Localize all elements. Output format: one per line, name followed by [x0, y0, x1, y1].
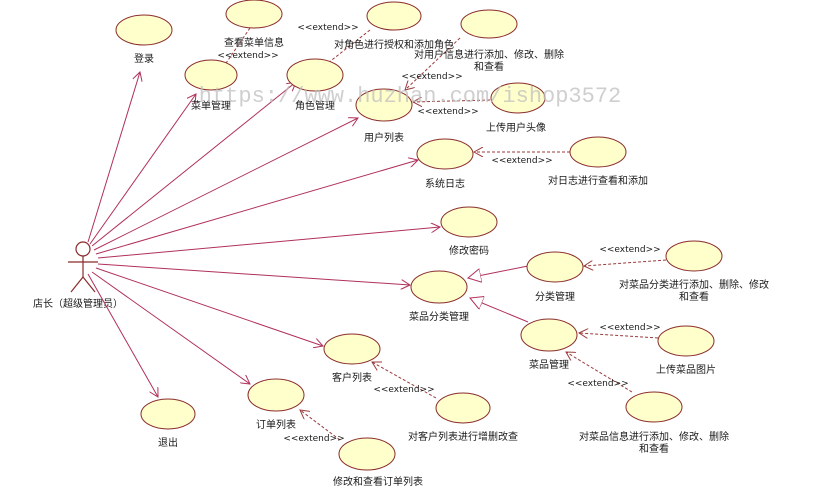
extend-label-dish-img: <<extend>>	[599, 323, 660, 333]
extend-label-log: <<extend>>	[491, 156, 552, 166]
label-change-pwd: 修改密码	[449, 244, 489, 257]
extend-order-edit-to-order	[300, 410, 341, 441]
label-user-crud-line1: 对用户信息进行添加、修改、删除	[414, 48, 564, 61]
label-order-list: 订单列表	[256, 418, 296, 431]
extend-category-crud-to-category	[584, 259, 667, 266]
assoc-change-pwd	[97, 227, 440, 259]
extend-label-category: <<extend>>	[599, 245, 660, 255]
actor-label: 店长（超级管理员）	[33, 297, 123, 310]
uc-role-auth[interactable]	[366, 1, 422, 31]
actor-right-leg	[82, 276, 96, 293]
label-role-mgmt: 角色管理	[295, 99, 335, 112]
uc-dish-category-mgmt[interactable]	[410, 270, 468, 304]
assoc-menu-mgmt	[89, 94, 196, 245]
uc-logout[interactable]	[140, 398, 196, 430]
label-view-menu-info: 查看菜单信息	[224, 36, 284, 49]
uc-role-mgmt[interactable]	[286, 58, 344, 92]
uc-dish-mgmt[interactable]	[520, 318, 578, 352]
assoc-dish-category	[97, 263, 410, 285]
uc-customer-crud[interactable]	[435, 392, 491, 424]
assoc-login	[87, 72, 140, 243]
extend-label-dish-crud: <<extend>>	[567, 379, 628, 389]
actor-store-manager	[68, 241, 98, 293]
extend-relations	[220, 27, 667, 441]
uc-category-mgmt[interactable]	[526, 251, 584, 283]
uc-order-edit[interactable]	[338, 437, 396, 471]
uc-menu-mgmt[interactable]	[184, 59, 238, 91]
generalization-relations	[468, 265, 529, 323]
extend-role-auth-to-role-mgmt	[314, 29, 371, 74]
label-menu-mgmt: 菜单管理	[191, 99, 231, 112]
label-category-mgmt: 分类管理	[535, 290, 575, 303]
gen-dish-to-dish-category	[470, 298, 529, 323]
uc-system-log[interactable]	[416, 138, 474, 170]
extend-label-user-crud: <<extend>>	[401, 72, 462, 82]
actor-head	[75, 241, 91, 257]
label-user-list: 用户列表	[364, 131, 404, 144]
extend-view-menu-to-menu-mgmt	[220, 27, 251, 72]
gen-category-to-dish-category	[468, 265, 529, 278]
assoc-logout	[87, 273, 158, 397]
label-order-edit: 修改和查看订单列表	[333, 475, 423, 488]
extend-avatar-to-user-list	[413, 100, 491, 102]
label-user-crud-line2: 和查看	[474, 60, 504, 73]
assoc-order-list	[91, 271, 250, 384]
label-login: 登录	[134, 52, 154, 65]
label-log-view: 对日志进行查看和添加	[548, 174, 648, 187]
label-dish-category-mgmt: 菜品分类管理	[409, 310, 469, 323]
watermark: https://www.huzhan.com/ishop3572	[199, 84, 621, 109]
extend-label-menu: <<extend>>	[217, 51, 278, 61]
uc-user-crud[interactable]	[460, 9, 518, 39]
extend-dish-img-to-dish	[579, 333, 659, 338]
uc-change-pwd[interactable]	[440, 206, 498, 238]
label-dish-crud-line1: 对菜品信息进行添加、修改、删除	[579, 430, 729, 443]
uc-view-menu-info[interactable]	[225, 0, 283, 29]
label-dish-mgmt: 菜品管理	[529, 358, 569, 371]
extend-labels: <<extend>> <<extend>> <<extend>> <<exten…	[217, 23, 660, 444]
extend-label-customer: <<extend>>	[373, 385, 434, 395]
extend-customer-crud-to-customer	[372, 362, 437, 399]
label-customer-crud: 对客户列表进行增删改查	[408, 430, 518, 443]
uc-category-crud[interactable]	[665, 240, 723, 272]
assoc-role-mgmt	[91, 82, 296, 247]
label-system-log: 系统日志	[425, 177, 465, 190]
use-cases	[115, 0, 723, 471]
actor-left-leg	[70, 276, 84, 293]
label-dish-crud-line2: 和查看	[639, 442, 669, 455]
uc-order-list[interactable]	[247, 378, 305, 412]
extend-user-crud-to-user-list	[405, 37, 461, 90]
extend-label-avatar: <<extend>>	[417, 107, 478, 117]
uc-dish-crud[interactable]	[625, 391, 683, 423]
label-upload-dish-img: 上传菜品图片	[656, 363, 716, 376]
use-case-labels: 登录 查看菜单信息 菜单管理 角色管理 对角色进行授权和添加角色 对用户信息进行…	[134, 36, 769, 488]
extend-label-role: <<extend>>	[297, 23, 358, 33]
assoc-customer-list	[95, 267, 323, 346]
label-logout: 退出	[158, 436, 178, 449]
uc-upload-avatar[interactable]	[490, 82, 546, 114]
label-upload-avatar: 上传用户头像	[486, 121, 546, 134]
label-role-auth: 对角色进行授权和添加角色	[334, 38, 454, 51]
label-category-crud-line1: 对菜品分类进行添加、删除、修改	[619, 278, 769, 291]
extend-dish-crud-to-dish	[566, 352, 633, 393]
association-lines	[87, 72, 440, 397]
uc-customer-list[interactable]	[323, 333, 381, 365]
assoc-system-log	[95, 160, 418, 255]
uc-upload-dish-img[interactable]	[657, 325, 715, 357]
assoc-user-list	[93, 118, 358, 251]
uc-log-view[interactable]	[569, 136, 627, 168]
extend-label-order: <<extend>>	[283, 434, 344, 444]
label-category-crud-line2: 和查看	[679, 290, 709, 303]
uc-user-list[interactable]	[355, 88, 413, 122]
uc-login[interactable]	[115, 14, 173, 46]
label-customer-list: 客户列表	[332, 371, 372, 384]
